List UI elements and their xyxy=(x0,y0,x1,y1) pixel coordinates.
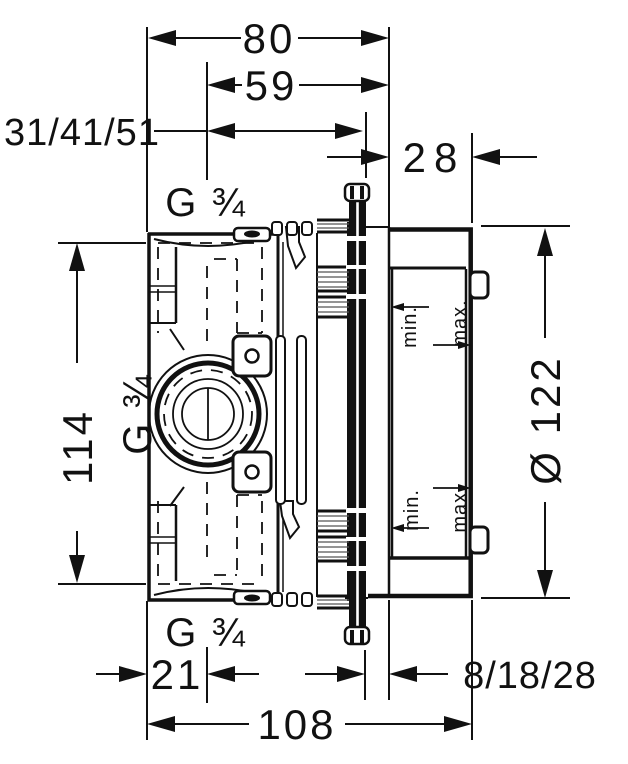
clip-tab-bottom xyxy=(468,525,490,555)
guide-slot-left xyxy=(275,335,286,505)
dimension-59: 59 xyxy=(207,62,389,109)
tube-cap-top xyxy=(343,182,371,203)
screw-hole-top xyxy=(244,348,260,364)
dim-108-label: 108 xyxy=(257,701,336,748)
tube-cap-bottom xyxy=(343,625,371,646)
telescopic-tube xyxy=(343,182,371,646)
port-label-bottom: G ¾ xyxy=(165,611,247,655)
cartridge-circles xyxy=(148,354,268,474)
dimension-diameter-122: Ø 122 xyxy=(522,228,569,598)
dimension-21: 21 xyxy=(96,651,259,698)
dimension-114: 114 xyxy=(54,243,101,583)
port-label-left: G ¾ xyxy=(116,373,160,455)
thread-teeth xyxy=(271,221,313,607)
thread-bands xyxy=(317,218,349,610)
marker-min-lower: min. xyxy=(401,489,423,531)
extension-lines xyxy=(58,27,570,740)
dim-31-41-51-label: 31/41/51 xyxy=(4,112,160,154)
dim-diameter-label: Ø 122 xyxy=(522,355,569,484)
guide-slot-right xyxy=(296,335,307,505)
dim-59-label: 59 xyxy=(245,62,298,109)
dim-8-18-28-label: 8/18/28 xyxy=(463,655,597,697)
dimension-31-41-51: 31/41/51 xyxy=(4,112,363,154)
latch-hook-bottom xyxy=(278,500,301,540)
port-label-top: G ¾ xyxy=(165,181,247,225)
dimension-108: 108 xyxy=(147,701,472,748)
plaster-box xyxy=(368,227,490,599)
screw-hole-bottom xyxy=(244,464,260,480)
sleeve-section xyxy=(271,218,389,610)
dim-21-label: 21 xyxy=(151,651,204,698)
marker-max-upper: max. xyxy=(449,299,471,346)
marker-min-upper: min. xyxy=(399,306,421,348)
clip-tab-top xyxy=(468,270,490,300)
marker-max-lower: max. xyxy=(449,485,471,532)
dim-28-label: 28 xyxy=(403,134,466,181)
dimension-80: 80 xyxy=(148,15,389,62)
dim-80-label: 80 xyxy=(243,15,296,62)
depth-markers: min. max. max. min. xyxy=(391,299,471,533)
latch-hook-top xyxy=(284,226,307,270)
dimension-28: 28 xyxy=(327,134,537,181)
valve-body-left xyxy=(147,226,280,606)
dim-114-label: 114 xyxy=(54,409,101,485)
dimension-8-18-28: 8/18/28 xyxy=(305,655,597,697)
